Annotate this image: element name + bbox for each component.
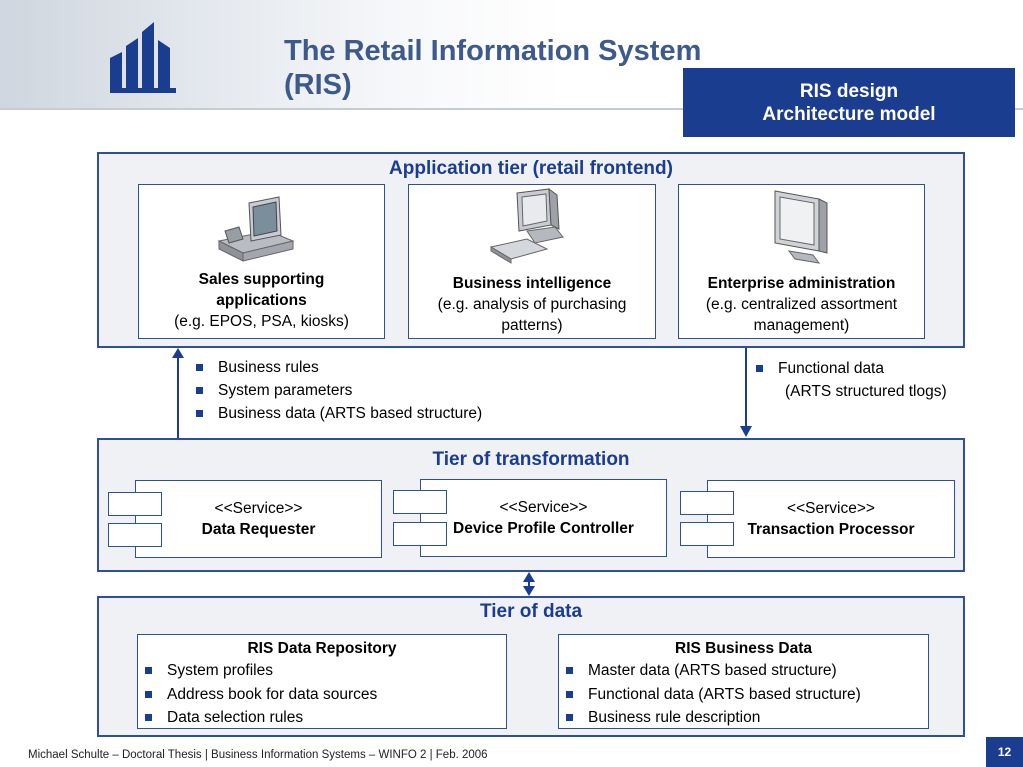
- component-port-icon: [108, 492, 162, 516]
- business-intelligence-text: Business intelligence (e.g. analysis of …: [409, 273, 655, 336]
- enterprise-admin-text: Enterprise administration (e.g. centrali…: [679, 273, 924, 336]
- bullet-icon: [196, 387, 203, 394]
- up-arrow: [172, 348, 184, 438]
- transformation-tier-title: Tier of transformation: [432, 449, 630, 470]
- service-stereotype: <<Service>>: [787, 500, 875, 517]
- enterprise-admin-title: Enterprise administration: [707, 275, 896, 292]
- page-title: The Retail Information System (RIS): [284, 34, 701, 102]
- sales-card-desc-1: (e.g. EPOS, PSA, kiosks): [174, 313, 349, 330]
- list-item: System parameters: [196, 379, 482, 402]
- list-item: Master data (ARTS based structure): [566, 659, 928, 683]
- pos-terminal-icon: [217, 196, 295, 262]
- up-flow-list: Business rules System parameters Busines…: [196, 356, 482, 425]
- desktop-computer-icon: [489, 187, 564, 264]
- repository-title: RIS Business Data: [675, 640, 812, 657]
- down-arrow: [740, 348, 752, 437]
- bullet-icon: [145, 690, 152, 698]
- service-stereotype: <<Service>>: [214, 500, 303, 517]
- enterprise-admin-card: Enterprise administration (e.g. centrali…: [678, 184, 925, 339]
- service-device-profile-controller: <<Service>> Device Profile Controller: [420, 479, 667, 557]
- component-port-icon: [393, 522, 447, 546]
- list-item-continuation: (ARTS structured tlogs): [785, 383, 947, 400]
- business-intelligence-desc-2: patterns): [501, 317, 563, 334]
- list-item: Business rule description: [566, 706, 928, 730]
- enterprise-admin-desc-2: management): [753, 317, 850, 334]
- component-port-icon: [108, 523, 162, 547]
- page-number: 12: [986, 737, 1023, 767]
- badge-line-2: Architecture model: [762, 103, 936, 125]
- service-name: Data Requester: [201, 521, 316, 538]
- bullet-icon: [196, 410, 203, 417]
- business-intelligence-desc-1: (e.g. analysis of purchasing: [437, 296, 627, 313]
- badge-line-1: RIS design: [799, 80, 899, 102]
- service-data-requester: <<Service>> Data Requester: [135, 480, 382, 558]
- data-tier-title: Tier of data: [479, 601, 583, 622]
- sales-card-text: Sales supporting applications (e.g. EPOS…: [139, 269, 384, 332]
- section-badge: RIS design Architecture model: [683, 68, 1015, 137]
- bullet-icon: [566, 714, 573, 721]
- footer-text: Michael Schulte – Doctoral Thesis | Busi…: [28, 749, 488, 761]
- sales-card-title-1: Sales supporting: [198, 271, 325, 288]
- sales-card-title-2: applications: [216, 292, 307, 309]
- service-stereotype: <<Service>>: [499, 499, 588, 516]
- down-flow-list: Functional data (ARTS structured tlogs): [756, 357, 947, 403]
- list-item: Address book for data sources: [145, 683, 506, 707]
- list-item: Business data (ARTS based structure): [196, 402, 482, 425]
- repository-title: RIS Data Repository: [247, 640, 397, 657]
- bullet-icon: [566, 690, 573, 698]
- bullet-icon: [196, 364, 203, 371]
- enterprise-admin-desc-1: (e.g. centralized assortment: [705, 296, 898, 313]
- list-item: Business rules: [196, 356, 482, 379]
- list-item: System profiles: [145, 659, 506, 683]
- title-line-2: (RIS): [284, 69, 352, 101]
- bullet-icon: [756, 365, 763, 372]
- bullet-icon: [145, 667, 152, 674]
- bullet-icon: [145, 714, 152, 721]
- list-item: Functional data (ARTS based structure): [566, 683, 928, 707]
- business-intelligence-card: Business intelligence (e.g. analysis of …: [408, 184, 656, 339]
- header-divider: [0, 108, 1023, 110]
- university-logo-icon: [110, 22, 176, 93]
- business-intelligence-title: Business intelligence: [452, 275, 612, 292]
- list-item: Functional data: [756, 357, 947, 380]
- component-port-icon: [393, 490, 447, 514]
- monitor-icon: [774, 190, 828, 264]
- service-name: Transaction Processor: [747, 521, 915, 538]
- service-transaction-processor: <<Service>> Transaction Processor: [707, 480, 955, 558]
- sales-card: Sales supporting applications (e.g. EPOS…: [138, 184, 385, 339]
- title-line-1: The Retail Information System: [284, 35, 702, 67]
- bidirectional-arrow: [523, 572, 535, 596]
- application-tier: Application tier (retail frontend) Sales…: [97, 152, 965, 348]
- bullet-icon: [566, 667, 573, 674]
- component-port-icon: [680, 491, 734, 515]
- ris-business-data: RIS Business Data Master data (ARTS base…: [558, 634, 929, 729]
- repository-items: Master data (ARTS based structure) Funct…: [559, 659, 928, 730]
- list-item: Data selection rules: [145, 706, 506, 730]
- application-tier-title: Application tier (retail frontend): [389, 158, 673, 179]
- ris-data-repository: RIS Data Repository System profiles Addr…: [137, 634, 507, 729]
- component-port-icon: [680, 522, 734, 546]
- service-name: Device Profile Controller: [453, 520, 634, 537]
- repository-items: System profiles Address book for data so…: [138, 659, 506, 730]
